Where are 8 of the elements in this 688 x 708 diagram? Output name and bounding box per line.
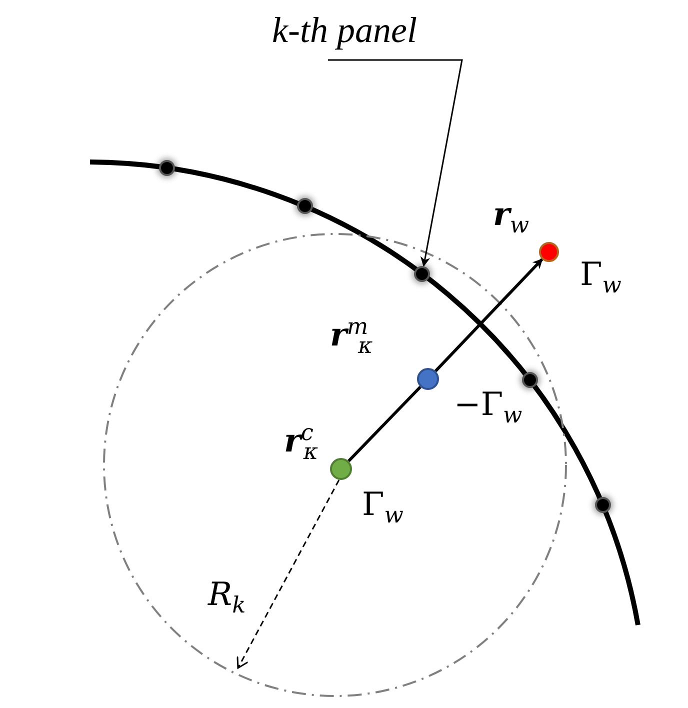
circulation-label: Γ$_{w}$: [580, 258, 622, 297]
leader-line: [328, 59, 463, 267]
circulation-label: −Γ$_{w}$: [454, 388, 522, 427]
callout-text: k-th panel: [272, 10, 417, 50]
circulation-label: Γ$_{w}$: [362, 488, 404, 527]
arrow: [434, 258, 544, 372]
radius-label: R$_{k}$: [208, 578, 246, 617]
position-vector-label: r$_{w}$: [493, 198, 530, 237]
